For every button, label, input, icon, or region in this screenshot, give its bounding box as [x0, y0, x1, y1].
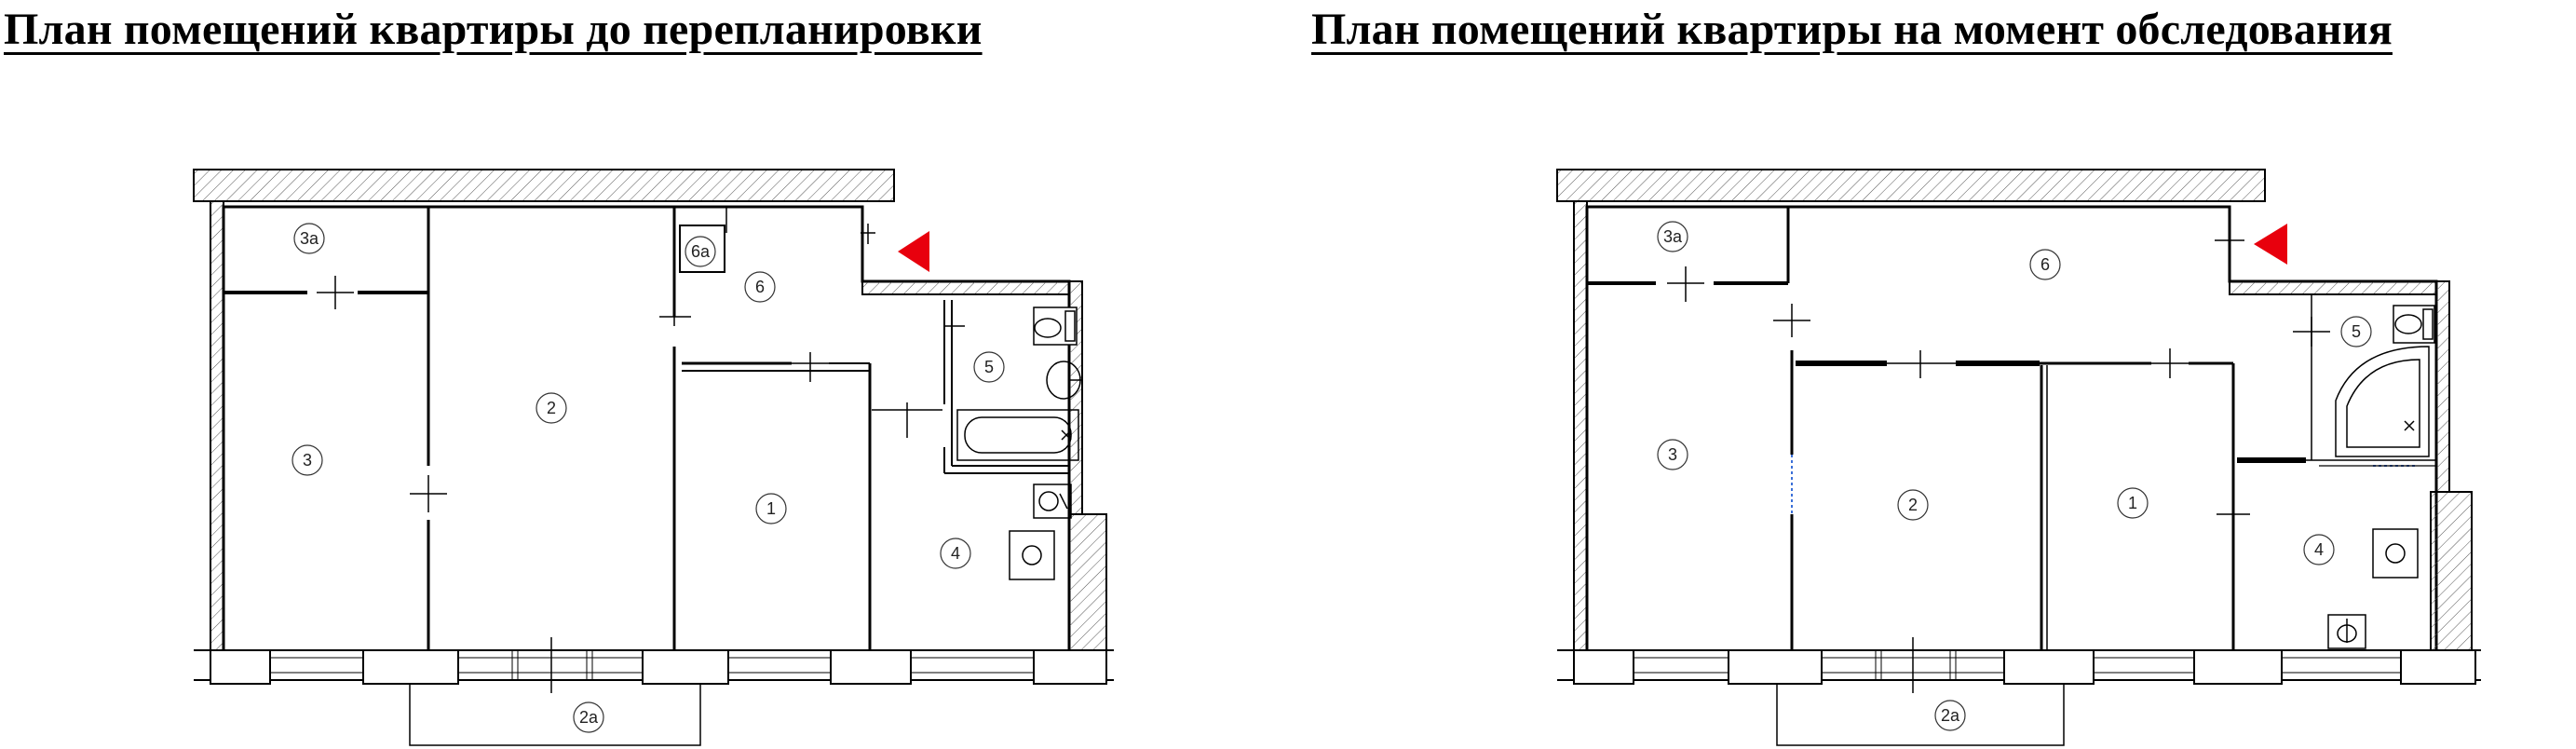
room-label: 5 — [2352, 322, 2361, 341]
pantry-6a — [679, 225, 725, 273]
room-label: 6а — [691, 242, 711, 261]
stove-icon — [1009, 530, 1055, 580]
room-label: 3 — [303, 451, 312, 470]
room-label: 3а — [300, 229, 319, 248]
room-label: 1 — [766, 499, 776, 518]
pier-4 — [830, 649, 912, 685]
sink-kitchen-icon — [1033, 483, 1072, 519]
exterior-wall-top — [193, 169, 895, 202]
bathtub-icon — [956, 409, 1079, 461]
room-label: 2 — [1908, 496, 1918, 514]
room-labels-before: 3а 2 3 6а 6 5 1 4 2а — [291, 223, 1005, 733]
balcony-label: 2а — [1941, 706, 1960, 725]
hatched-column — [2430, 491, 2473, 651]
apartment-outline — [1585, 205, 2438, 650]
plan-before-title: План помещений квартиры до перепланировк… — [4, 5, 983, 54]
entrance-arrow-icon — [898, 231, 929, 272]
pier-3 — [642, 649, 729, 685]
plan-before — [193, 169, 1114, 746]
room-labels-after: 3а 6 5 3 2 1 4 2а — [1657, 221, 2372, 731]
balcony-label: 2а — [579, 708, 599, 727]
room-label: 4 — [951, 544, 960, 563]
balcony-outline — [1776, 684, 2065, 746]
pier-4 — [2193, 649, 2283, 685]
hatched-column — [1068, 513, 1107, 651]
stair-wall — [861, 280, 1070, 295]
room-label: 3а — [1663, 227, 1683, 246]
toilet-icon — [1033, 306, 1078, 346]
room-label: 4 — [2314, 540, 2324, 559]
room-label: 3 — [1668, 445, 1677, 464]
sink-icon — [2327, 614, 2366, 649]
plan-after — [1556, 169, 2481, 746]
room-label: 6 — [2040, 255, 2050, 274]
toilet-icon — [2393, 305, 2435, 344]
stair-wall — [2229, 280, 2437, 295]
exterior-wall-left — [210, 200, 224, 651]
sink-icon — [1046, 361, 1082, 400]
balcony-outline — [409, 684, 701, 746]
apartment-outline — [222, 205, 1071, 650]
room-label: 5 — [984, 358, 994, 376]
pier-1 — [210, 649, 271, 685]
pier-2 — [1728, 649, 1823, 685]
exterior-wall-left — [1573, 200, 1588, 651]
entrance-arrow-icon — [2254, 224, 2287, 265]
pier-5 — [2400, 649, 2476, 685]
room-label: 1 — [2128, 494, 2137, 512]
room-label: 2 — [547, 399, 556, 417]
pier-2 — [362, 649, 459, 685]
pier-5 — [1033, 649, 1107, 685]
exterior-wall-top — [1556, 169, 2266, 202]
stove-icon — [2372, 528, 2419, 579]
stair-wall-right — [2435, 280, 2450, 493]
corner-bath-icon — [2335, 346, 2430, 457]
plan-after-title: План помещений квартиры на момент обслед… — [1311, 5, 2393, 54]
pier-3 — [2003, 649, 2095, 685]
room-label: 6 — [755, 278, 765, 296]
pier-1 — [1573, 649, 1634, 685]
